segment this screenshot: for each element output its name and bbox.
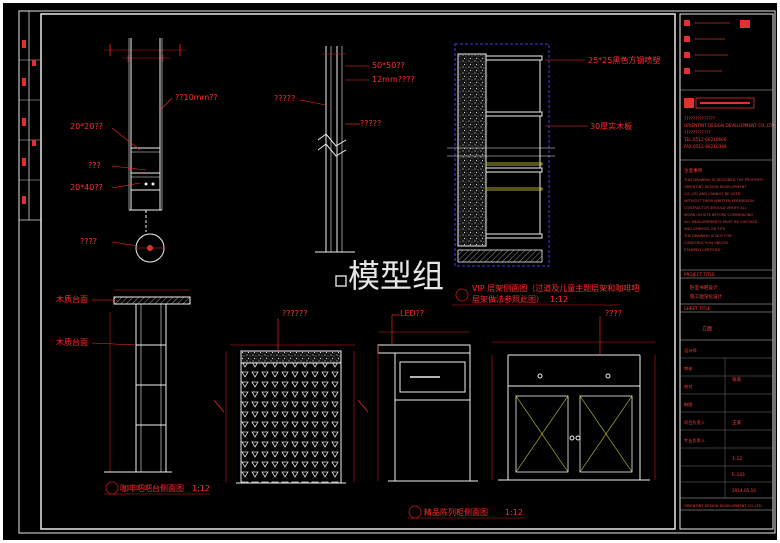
note-line-10: STAMPED CERTIFIED [684, 248, 721, 252]
title-block [679, 13, 774, 530]
vip-title-line2: 层架做法参照此图） [472, 294, 544, 304]
label-small-1: ??? [88, 161, 101, 170]
company-line2: ORIENTINT DESIGN DEVELOPMENT CO.,LTD [684, 123, 774, 128]
label-profile-left: ????? [274, 94, 295, 103]
note-line-1: ORIENTINT DESIGN DEVELOPMENT [684, 185, 747, 189]
note-line-8: THE DRAWING IS NOT FOR [683, 234, 732, 238]
coffee-bar-title-text: 咖啡吧吧台侧面图 [120, 483, 184, 493]
vip-title [452, 288, 620, 306]
label-glass-12mm: 12mm???? [372, 75, 415, 84]
company-line3: ???????????? [684, 130, 711, 135]
binding-strip [19, 11, 41, 221]
label-steel-tube-top: ??10mm?? [175, 93, 218, 102]
company-line1: ?????????????? [684, 116, 715, 121]
tb-footer: ORIENTINT DESIGN DEVELOPMENT CO.,LTD [684, 504, 762, 508]
label-angle-25x25: 25*25黑色方钢喷塑 [588, 55, 660, 65]
tb-drawing-no: E-101 [732, 472, 745, 478]
tb-label-1: 设计师 [684, 347, 697, 354]
note-line-5: WORK ON SITE BEFORE COMMENCING [684, 213, 753, 217]
note-line-4: CONTRACTOR SHOULD VERIFY ALL [684, 206, 747, 210]
label-led: LED?? [400, 309, 424, 318]
detail-coffee-bar [91, 289, 191, 473]
label-tube-20x20: 20*20?? [70, 122, 103, 131]
tb-label-2: 审核 [684, 365, 693, 372]
label-profile-mid: ????? [360, 119, 381, 128]
detail-led-counter [377, 314, 478, 482]
tb-label-4: 制图 [684, 401, 692, 408]
detail-display-cabinet [213, 318, 369, 484]
label-tube-20x40: 20*40?? [70, 183, 103, 192]
display-title-text: 精品陈列柜侧面图 [424, 507, 488, 517]
note-line-6: ALL MEASUREMENTS MUST BE CHECKED [684, 220, 758, 224]
label-solid-wood: 30厚实木板 [590, 121, 632, 131]
display-cabinet-title [408, 505, 525, 519]
label-wood-top-1: 木质台面 [56, 294, 88, 304]
vip-title-line1: VIP 层架侧面图（过道及儿童主题层架和咖啡吧 [472, 283, 639, 293]
project-heading: PROJECT TITLE [684, 272, 715, 277]
note-line-3: WITHOUT THEIR WRITTEN PERMISSION [684, 199, 754, 203]
company-tel: TEL:0512-66210666 [683, 137, 727, 142]
notes-heading: 注意事项 [684, 167, 703, 174]
watermark-text: 模型组 [348, 257, 444, 295]
note-line-7: AND VERIFIED ON SITE [684, 227, 726, 231]
label-small-2: ???? [80, 237, 97, 246]
drawing-frame [40, 13, 676, 530]
label-wood-top-2: 木质台面 [56, 337, 88, 347]
tb-date: 2014.05.16 [732, 488, 756, 493]
tb-label-5: 项目负责人 [684, 419, 706, 426]
detail-profile-section [299, 46, 370, 253]
detail-front-elevation [491, 316, 656, 481]
tb-value-1: 张某 [732, 376, 742, 383]
watermark-logo [335, 275, 347, 287]
note-line-2: CO.,LTD AND CANNOT BE USED [684, 192, 741, 196]
tb-label-6: 专业负责人 [684, 437, 706, 444]
coffee-bar-title-scale: 1:12 [192, 484, 210, 493]
detail-steel-column [104, 38, 186, 263]
sheet-title: 立面 [702, 325, 712, 332]
company-fax: FAX:0512-66210366 [684, 144, 727, 149]
project-line2: 施工图深化设计 [690, 293, 723, 300]
sheet-heading: SHEET TITLE [684, 306, 711, 311]
tb-scale: 1:12 [732, 456, 742, 462]
vip-title-scale: 1:12 [550, 295, 568, 304]
display-title-scale: 1:12 [505, 508, 523, 517]
tb-label-3: 校对 [684, 383, 692, 390]
label-profile-50x50: 50*50?? [372, 61, 405, 70]
coffee-bar-title [104, 481, 210, 495]
project-line1: 卧室书吧设计 [690, 284, 718, 291]
note-line-0: THIS DRAWING IS DESIGNED THE PROPERTY [683, 178, 764, 182]
detail-vip-shelf [447, 43, 588, 267]
label-top-fill: ?????? [282, 309, 307, 318]
sheet-background [3, 3, 777, 540]
note-line-9: CONSTRUCTION UNLESS [684, 241, 729, 245]
label-right-top: ???? [605, 309, 622, 318]
tb-value-2: 王某 [732, 420, 742, 426]
outer-frame [18, 10, 776, 534]
